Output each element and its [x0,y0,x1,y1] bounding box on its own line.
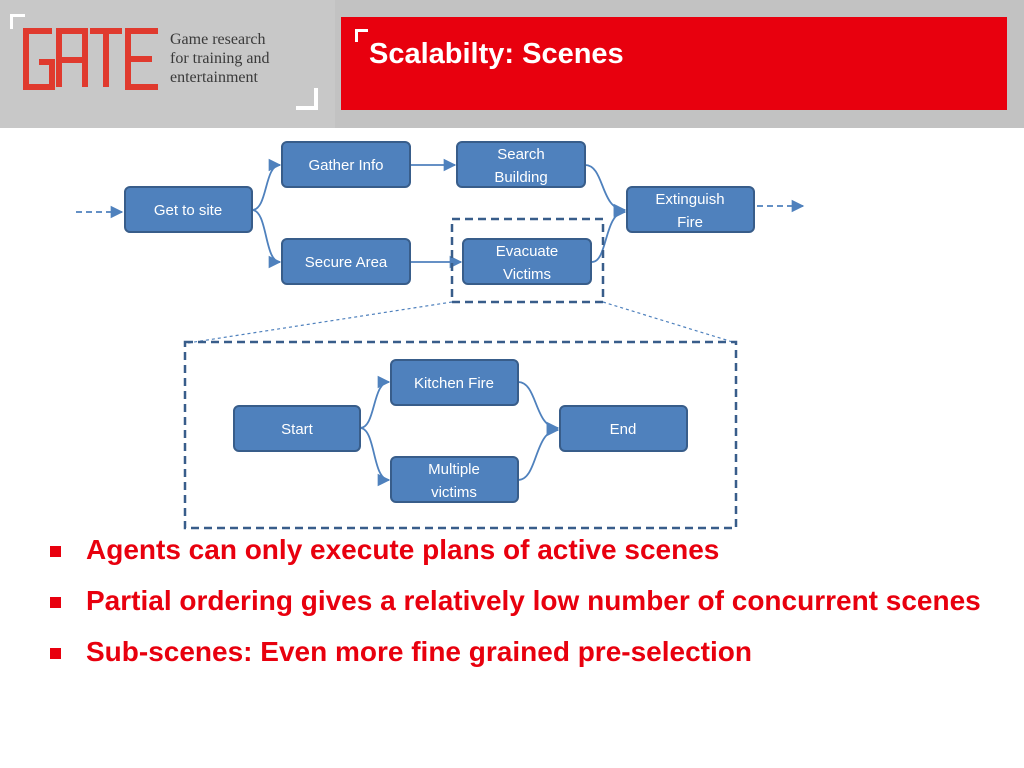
node-start: Start [233,405,361,452]
connector [517,423,560,481]
zoom-line [602,301,737,344]
node-label: Gather Info [308,157,383,174]
node-end: End [559,405,688,452]
node-multiple-victims: Multiple victims [390,456,519,503]
connector [591,205,627,263]
node-label: Start [281,421,314,438]
bullet-square-icon [50,648,61,659]
corner-bracket-icon [10,14,25,29]
zoom-line [187,301,453,344]
node-label: Secure Area [305,254,388,271]
node-extinguish-fire: Extinguish Fire [626,186,755,233]
node-label: Building [494,169,547,186]
node-get-to-site: Get to site [124,186,253,233]
node-label: Search [497,146,545,163]
node-label: End [610,421,637,438]
connector [359,427,391,487]
connector [517,381,560,435]
node-secure-area: Secure Area [281,238,411,285]
gate-logo-icon [23,28,158,90]
connector [251,209,282,269]
node-label: Multiple [428,461,480,478]
node-gather-info: Gather Info [281,141,411,188]
node-label: Evacuate [496,243,559,260]
bullet-text: Partial ordering gives a relatively low … [86,585,981,616]
logo-tagline-line: entertainment [170,69,258,86]
logo-tagline-line: for training and [170,50,270,67]
scene-diagram: Get to site Gather Info Secure Area Sear… [76,141,805,530]
bullet-item: Partial ordering gives a relatively low … [46,581,1006,621]
node-kitchen-fire: Kitchen Fire [390,359,519,406]
bullet-text: Sub-scenes: Even more fine grained pre-s… [86,636,752,667]
connector [584,164,627,217]
bullet-square-icon [50,546,61,557]
node-evacuate-victims: Evacuate Victims [462,238,592,285]
connector [251,158,282,211]
logo-panel: Game research for training and entertain… [0,0,335,128]
page-title: Scalabilty: Scenes [369,38,624,70]
logo-tagline: Game research for training and entertain… [170,30,330,87]
node-label: victims [431,484,477,501]
bullet-square-icon [50,597,61,608]
title-banner: Scalabilty: Scenes [341,17,1007,110]
connector [359,375,391,429]
bullet-list: Agents can only execute plans of active … [46,530,1006,683]
corner-bracket-icon [296,88,318,110]
logo-tagline-line: Game research [170,31,266,48]
node-search-building: Search Building [456,141,586,188]
corner-bracket-icon [355,29,368,42]
node-label: Kitchen Fire [414,375,494,392]
node-label: Victims [503,266,551,283]
bullet-item: Sub-scenes: Even more fine grained pre-s… [46,632,1006,672]
node-label: Fire [677,214,703,231]
subscene-box [183,340,738,530]
node-label: Get to site [154,202,222,219]
bullet-item: Agents can only execute plans of active … [46,530,1006,570]
bullet-text: Agents can only execute plans of active … [86,534,720,565]
node-label: Extinguish [655,191,724,208]
